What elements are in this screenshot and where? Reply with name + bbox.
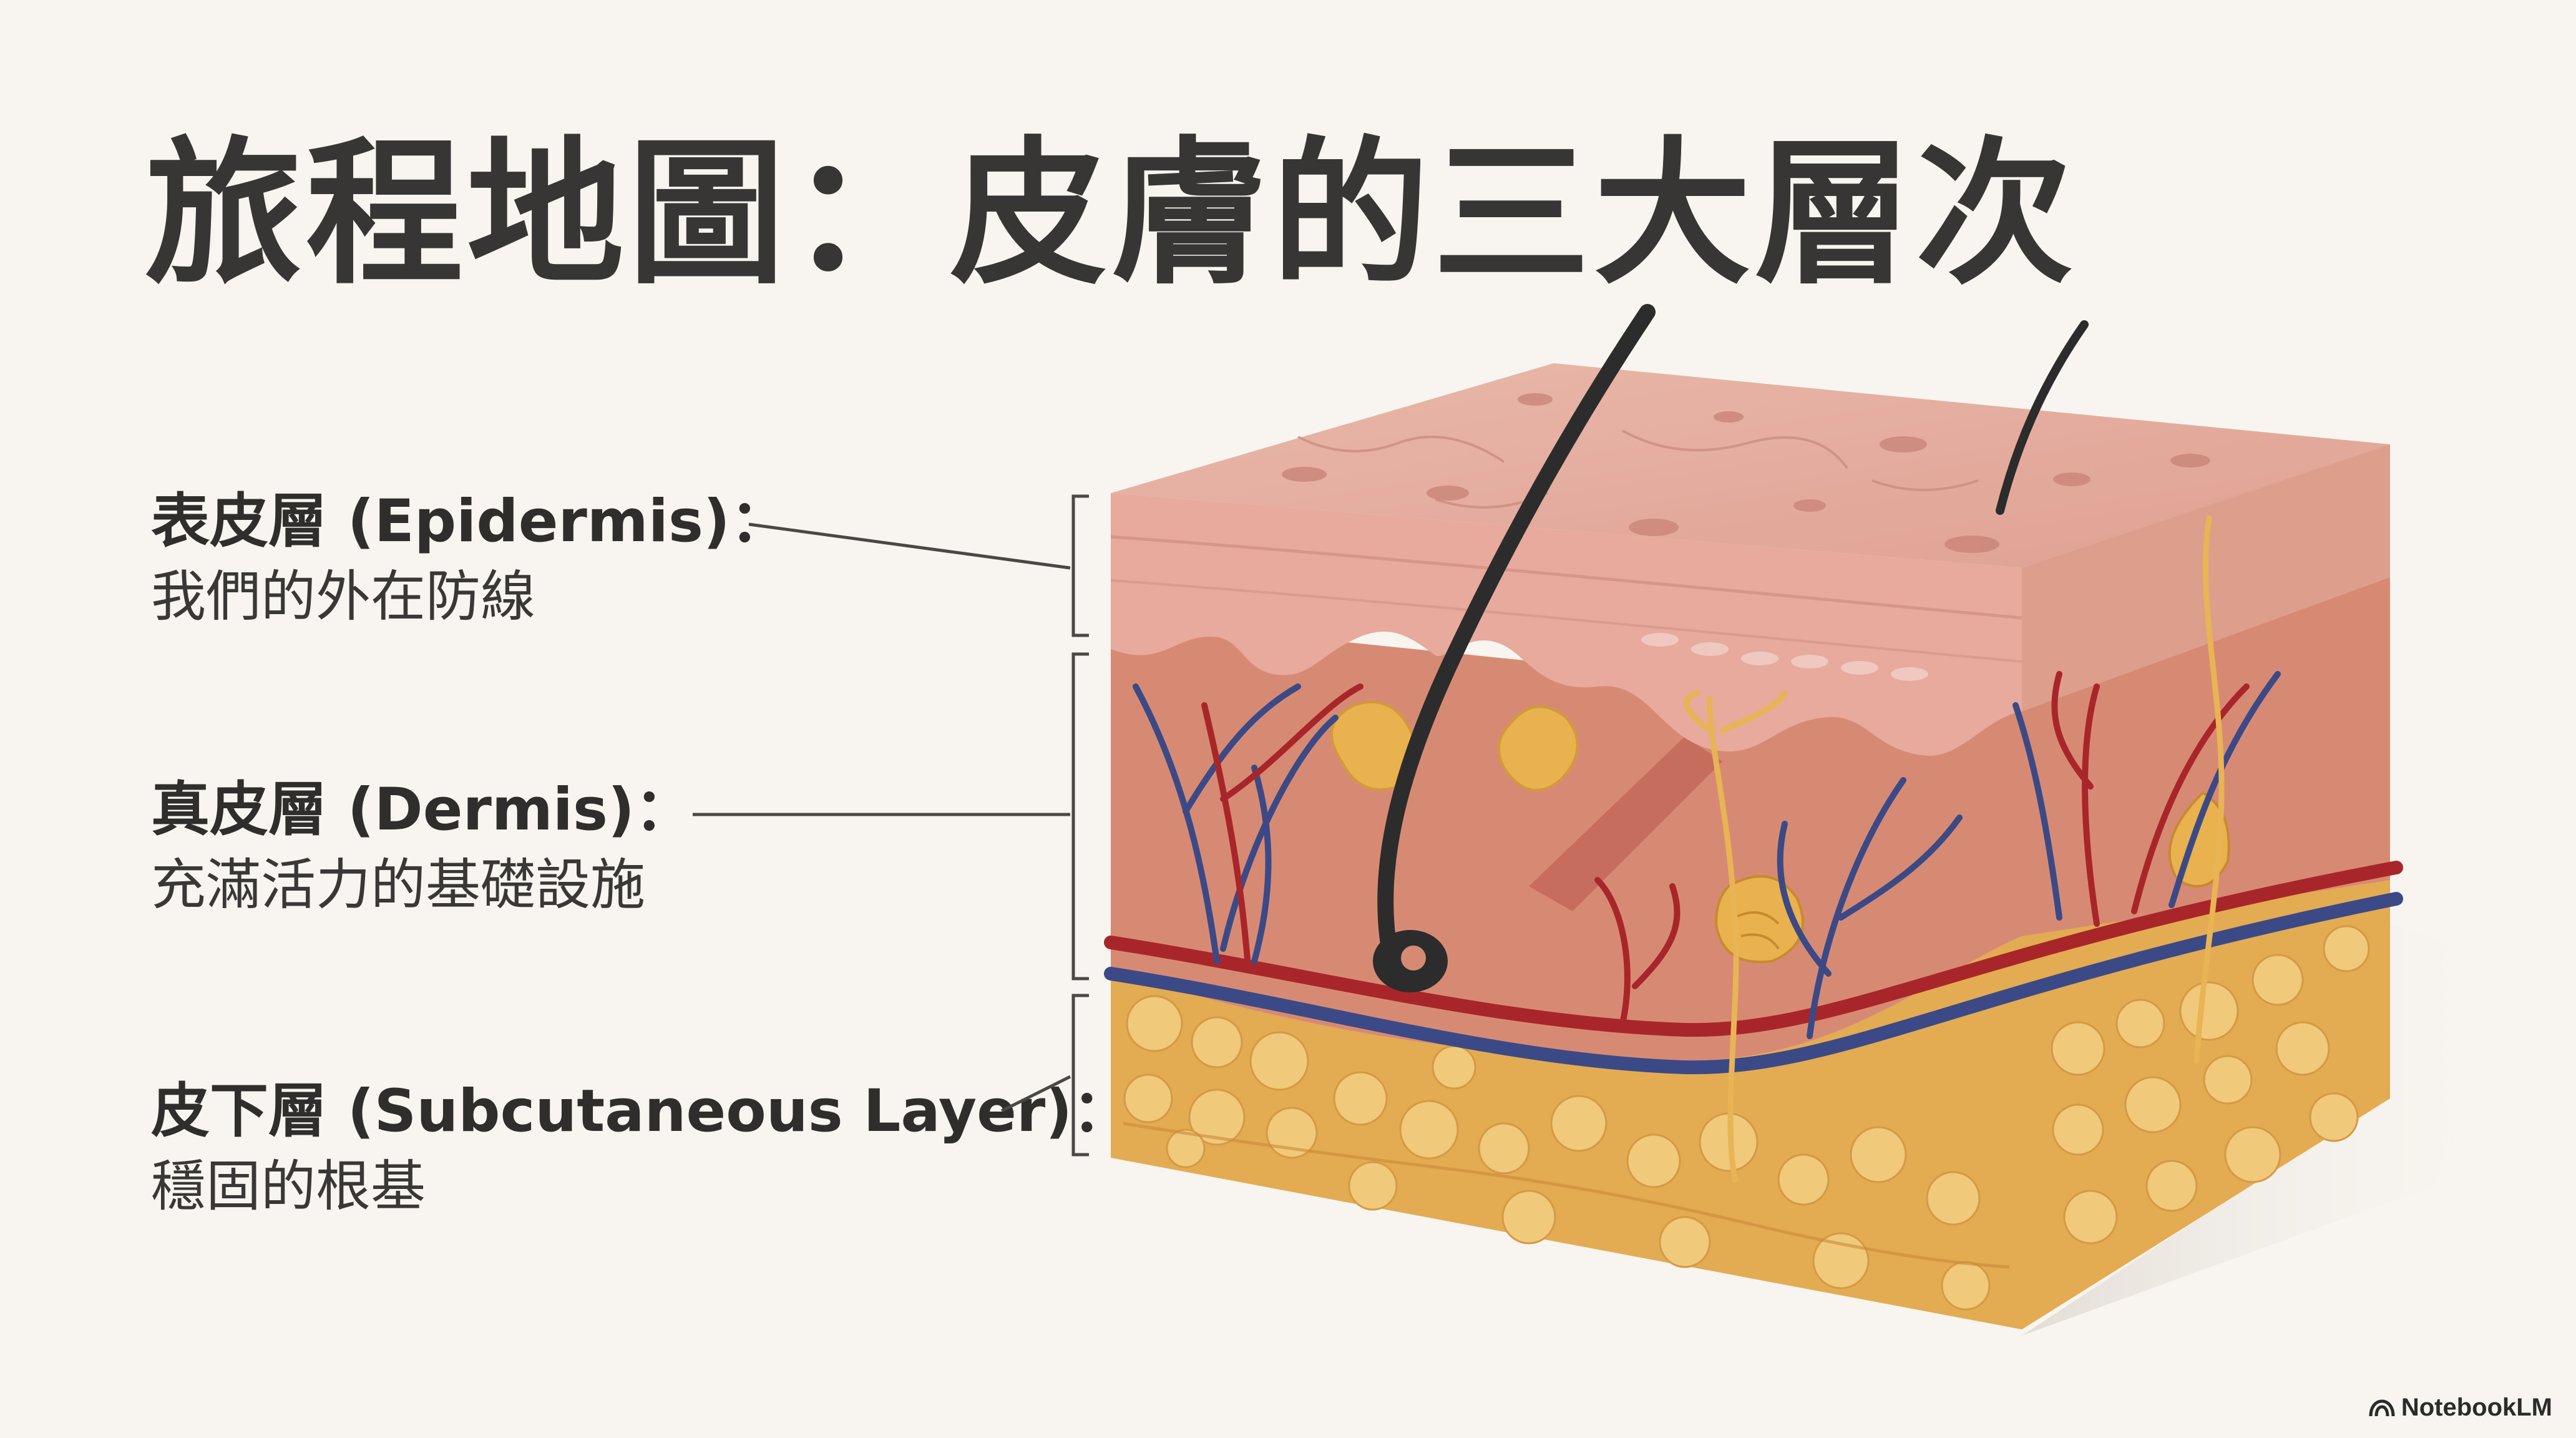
label-epidermis-name: 表皮層 (Epidermis)：	[151, 487, 789, 555]
label-epidermis: 表皮層 (Epidermis)： 我們的外在防線	[151, 487, 789, 632]
label-subcutaneous: 皮下層 (Subcutaneous Layer)： 穩固的根基	[151, 1077, 1131, 1222]
hair-follicle	[1373, 304, 2089, 992]
label-dermis-name: 真皮層 (Dermis)：	[151, 776, 693, 844]
label-subcutaneous-name: 皮下層 (Subcutaneous Layer)：	[151, 1077, 1131, 1145]
brand-notebooklm: NotebookLM	[2369, 1394, 2552, 1422]
layer-epidermis	[1110, 493, 2022, 756]
layer-dermis	[1111, 618, 2230, 1061]
label-epidermis-desc: 我們的外在防線	[151, 564, 536, 629]
cube-shadow	[2022, 924, 2534, 1336]
connector-epidermis	[748, 522, 1071, 570]
nerve-fibers	[1684, 515, 2225, 1183]
label-subcutaneous-desc: 穩固的根基	[151, 1153, 426, 1218]
epidermis-top-surface	[1111, 363, 2390, 568]
label-dermis: 真皮層 (Dermis)： 充滿活力的基礎設施	[151, 775, 693, 921]
blood-vessels	[1104, 671, 2403, 1075]
page-title: 旅程地圖：皮膚的三大層次	[145, 123, 2077, 306]
connector-subcutaneous	[1000, 1075, 1071, 1113]
layer-brackets	[693, 494, 1089, 1157]
notebooklm-logo-icon	[2369, 1399, 2395, 1416]
layer-subcutaneous	[1111, 936, 2022, 1329]
brand-name: NotebookLM	[2401, 1394, 2552, 1421]
label-dermis-desc: 充滿活力的基礎設施	[151, 852, 646, 917]
cube-right-face	[2022, 444, 2390, 1329]
